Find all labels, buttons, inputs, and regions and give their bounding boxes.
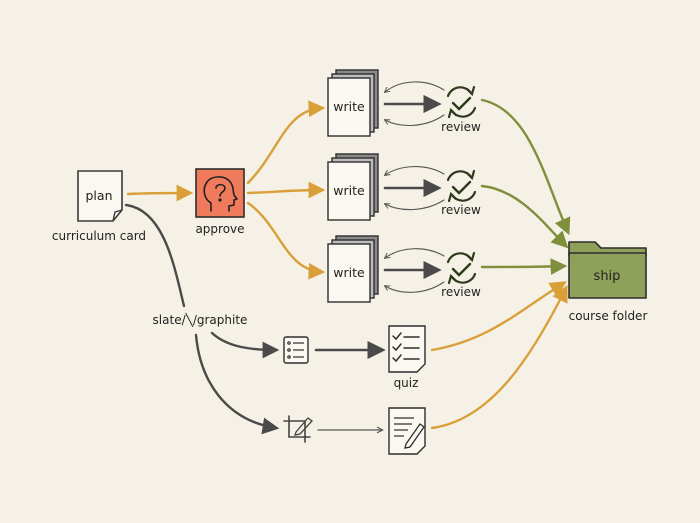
edit-doc-icon xyxy=(388,407,426,455)
review-caption-2: review xyxy=(441,203,481,217)
document-stack-icon xyxy=(327,69,379,137)
edge-approve-write-3 xyxy=(246,201,326,280)
write-label-3: write xyxy=(333,265,365,280)
loop-bottom-1 xyxy=(385,114,445,127)
review-node-3: review xyxy=(441,251,481,299)
loop-top-2 xyxy=(385,166,445,175)
ship-node: ship course folder xyxy=(568,241,648,323)
loop-top-1 xyxy=(385,81,445,92)
checklist-node xyxy=(283,336,309,364)
head-question-icon xyxy=(203,176,238,212)
quiz-doc-icon xyxy=(388,325,426,373)
quiz-caption: quiz xyxy=(394,376,419,390)
edge-quiz-ship xyxy=(430,281,567,352)
ship-label: ship xyxy=(594,269,621,284)
refresh-check-icon xyxy=(446,85,477,119)
edit-doc-node xyxy=(388,407,426,455)
review-caption-3: review xyxy=(441,285,481,299)
ship-caption: course folder xyxy=(569,309,648,323)
write-node-3: write xyxy=(327,235,379,303)
edges xyxy=(124,81,571,435)
write-label-2: write xyxy=(333,183,365,198)
document-stack-icon xyxy=(327,235,379,303)
refresh-check-icon xyxy=(446,251,477,285)
edge-review-ship-1 xyxy=(480,98,571,236)
edge-review-ship-3 xyxy=(480,258,568,275)
edge-approve-write-1 xyxy=(246,100,326,185)
loop-bottom-2 xyxy=(385,199,445,211)
document-icon xyxy=(77,170,123,222)
write-label-1: write xyxy=(333,99,365,114)
approve-caption: approve xyxy=(195,222,244,236)
refresh-check-icon xyxy=(446,169,477,203)
edge-branch-checklist xyxy=(210,331,280,359)
review-node-1: review xyxy=(441,85,481,134)
edge-doc-ship xyxy=(430,284,568,430)
quiz-node: quiz xyxy=(388,325,426,390)
edge-plan-branch xyxy=(124,203,186,308)
crop-node xyxy=(283,415,313,443)
plan-label: plan xyxy=(86,188,113,203)
loop-bottom-3 xyxy=(385,281,445,293)
edge-branch-crop xyxy=(194,333,280,435)
document-stack-icon xyxy=(327,153,379,221)
review-caption-1: review xyxy=(441,120,481,134)
plan-node: plan curriculum card xyxy=(52,170,146,243)
edge-approve-write-2 xyxy=(246,181,326,199)
checklist-icon xyxy=(283,336,309,364)
write-node-1: write xyxy=(327,69,379,137)
edge-review-ship-2 xyxy=(480,184,569,249)
plan-caption: curriculum card xyxy=(52,229,146,243)
folder-icon xyxy=(568,241,647,299)
branch-node: slate/╲/graphite xyxy=(144,309,256,329)
write-node-2: write xyxy=(327,153,379,221)
approve-node: approve xyxy=(195,168,245,236)
loop-top-3 xyxy=(385,248,445,258)
edge-plan-approve xyxy=(126,184,194,202)
review-node-2: review xyxy=(441,169,481,217)
branch-caption: slate/╲/graphite xyxy=(153,312,248,327)
crop-edit-icon xyxy=(283,415,313,443)
